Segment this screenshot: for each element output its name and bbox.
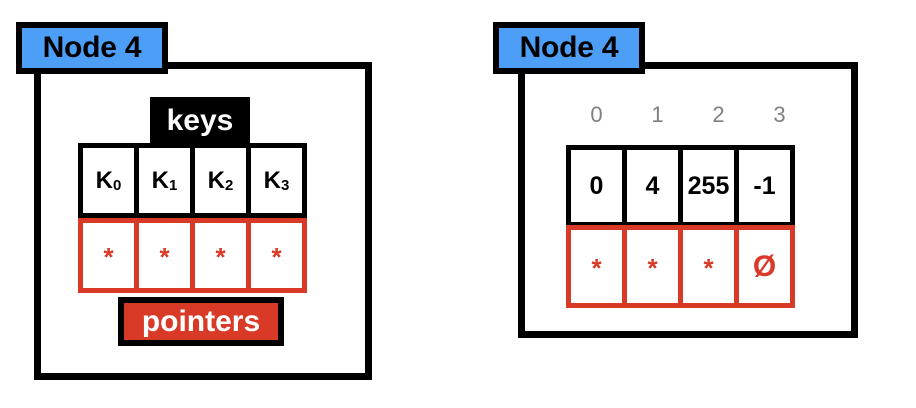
pointer-cell[interactable]: * bbox=[190, 218, 251, 293]
pointer-cell[interactable]: * bbox=[566, 225, 627, 308]
key-cell[interactable]: 0 bbox=[566, 145, 627, 227]
pointer-star-icon: * bbox=[591, 253, 602, 284]
node-badge-abstract[interactable]: Node 4 bbox=[16, 22, 168, 74]
key-cell-subscript: 3 bbox=[281, 177, 290, 194]
key-cell-base: K bbox=[207, 166, 225, 194]
key-cell-subscript: 1 bbox=[169, 177, 178, 194]
pointers-row-concrete: * * * Ø bbox=[566, 225, 795, 308]
pointer-star-icon: * bbox=[647, 253, 658, 284]
pointers-caption-label: pointers bbox=[118, 297, 284, 346]
pointer-cell[interactable]: * bbox=[134, 218, 195, 293]
index-label: 3 bbox=[773, 102, 786, 127]
key-cell-subscript: 2 bbox=[225, 177, 234, 194]
pointer-star-icon: * bbox=[271, 242, 282, 273]
pointer-star-icon: * bbox=[103, 242, 114, 273]
pointer-cell[interactable]: * bbox=[78, 218, 139, 293]
pointer-star-icon: * bbox=[703, 253, 714, 284]
key-cell[interactable]: 255 bbox=[678, 145, 739, 227]
pointer-cell[interactable]: Ø bbox=[734, 225, 795, 308]
pointer-star-icon: * bbox=[159, 242, 170, 273]
pointer-cell[interactable]: * bbox=[622, 225, 683, 308]
pointer-cell[interactable]: * bbox=[246, 218, 307, 293]
keys-caption-label: keys bbox=[150, 97, 250, 145]
key-cell-base: K bbox=[95, 166, 113, 194]
key-cell[interactable]: -1 bbox=[734, 145, 795, 227]
index-label: 0 bbox=[590, 102, 603, 127]
key-cell-subscript: 0 bbox=[113, 177, 122, 194]
node-badge-concrete[interactable]: Node 4 bbox=[493, 22, 645, 74]
pointers-row-abstract: * * * * bbox=[78, 218, 307, 293]
pointer-star-icon: * bbox=[215, 242, 226, 273]
index-ruler: 0 1 2 3 bbox=[566, 98, 810, 132]
pointer-cell[interactable]: * bbox=[678, 225, 739, 308]
keys-row-concrete: 0 4 255 -1 bbox=[566, 145, 795, 227]
key-cell[interactable]: 4 bbox=[622, 145, 683, 227]
pointer-null-icon: Ø bbox=[752, 249, 777, 283]
index-label: 2 bbox=[712, 102, 725, 127]
key-cell-base: K bbox=[263, 166, 281, 194]
key-cell-base: K bbox=[151, 166, 169, 194]
index-label: 1 bbox=[651, 102, 664, 127]
